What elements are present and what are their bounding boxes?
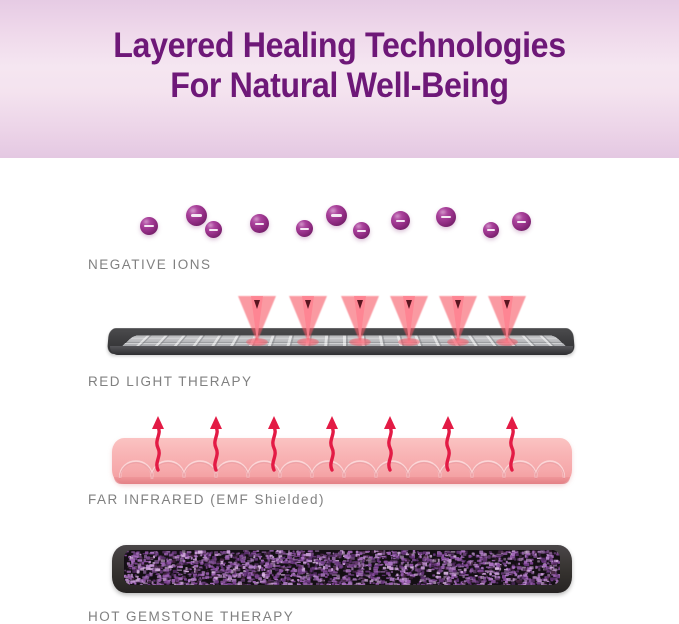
red-light-beam-arrow-icon (254, 300, 260, 309)
red-light-mat-edge (110, 346, 573, 355)
negative-ion-sphere (391, 211, 410, 230)
negative-ion-sphere (186, 205, 207, 226)
page-title-line-2: For Natural Well-Being (27, 66, 652, 106)
red-light-beam-arrow-icon (455, 300, 461, 309)
infrared-heat-arrow-icon (208, 414, 224, 472)
red-light-therapy-illustration (0, 296, 679, 364)
negative-ions-illustration (0, 195, 679, 250)
infrared-heat-arrow-icon (382, 414, 398, 472)
gemstone-mat-frame (112, 545, 572, 593)
layer-label-negative-ions: NEGATIVE IONS (88, 257, 212, 272)
negative-ion-sphere (205, 221, 222, 238)
far-infrared-illustration (0, 406, 679, 484)
red-light-beam-arrow-icon (406, 300, 412, 309)
far-infrared-heating-coil (112, 438, 572, 484)
red-light-beam-spot (297, 338, 319, 346)
negative-ion-sphere (512, 212, 531, 231)
infrared-heat-arrow-icon (440, 414, 456, 472)
red-light-beam-spot (246, 338, 268, 346)
infrared-heat-arrow-icon (324, 414, 340, 472)
negative-ion-sphere (250, 214, 269, 233)
negative-ion-sphere (296, 220, 313, 237)
negative-ion-sphere (140, 217, 158, 235)
infrared-heat-arrow-icon (150, 414, 166, 472)
coil-svg (112, 438, 572, 484)
red-light-beam-arrow-icon (357, 300, 363, 309)
header-title-block: Layered Healing Technologies For Natural… (0, 26, 679, 106)
red-light-beam-spot (349, 338, 371, 346)
infrared-heat-arrow-icon (266, 414, 282, 472)
red-light-beam-spot (398, 338, 420, 346)
negative-ion-sphere (353, 222, 370, 239)
layer-label-far-infrared: FAR INFRARED (EMF Shielded) (88, 492, 325, 507)
infrared-heat-arrow-icon (504, 414, 520, 472)
red-light-beam-spot (496, 338, 518, 346)
negative-ion-sphere (436, 207, 456, 227)
negative-ion-sphere (326, 205, 347, 226)
gemstone-chip-texture (124, 550, 560, 585)
red-light-beam-spot (447, 338, 469, 346)
red-light-beam-arrow-icon (504, 300, 510, 309)
header-banner: Layered Healing Technologies For Natural… (0, 0, 679, 158)
layer-label-red-light-therapy: RED LIGHT THERAPY (88, 374, 253, 389)
layer-label-hot-gemstone-therapy: HOT GEMSTONE THERAPY (88, 609, 294, 624)
red-light-beam-arrow-icon (305, 300, 311, 309)
page-title-line-1: Layered Healing Technologies (27, 26, 652, 66)
hot-gemstone-illustration (0, 545, 679, 605)
negative-ion-sphere (483, 222, 499, 238)
gemstone-chips-fill (124, 550, 560, 585)
